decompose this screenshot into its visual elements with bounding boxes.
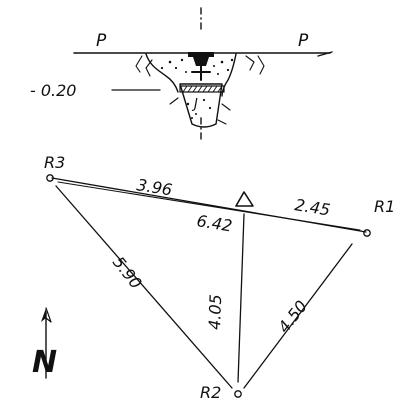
- distance-r3-station: 3.96: [135, 175, 173, 199]
- crack-right: [245, 55, 265, 75]
- point-r2-label: R2: [200, 383, 221, 402]
- distance-r1-r2: 4.50: [274, 297, 311, 337]
- station-triangle: [235, 191, 254, 207]
- north-arrow-head-outline: [45, 307, 52, 323]
- north-arrow-head-icon: [41, 308, 46, 322]
- aggregate-dots: [160, 58, 234, 119]
- point-r2-marker: [234, 390, 242, 398]
- point-r3-marker: [46, 174, 54, 182]
- point-r3-label: R3: [44, 153, 65, 172]
- cross-section: P P - 0.20 J: [30, 7, 333, 141]
- marker-head: [188, 52, 214, 57]
- crack-bottom: [169, 97, 231, 125]
- core-letter: J: [191, 97, 198, 112]
- north-label: N: [32, 345, 57, 380]
- hatch-lines: [182, 85, 223, 93]
- distance-r3-r1: 6.42: [195, 211, 233, 235]
- distance-r3-r2: 5.90: [109, 253, 146, 293]
- line-r3-r1-second: [57, 181, 361, 231]
- line-r3-r2: [55, 185, 233, 389]
- distance-station-r1: 2.45: [293, 195, 331, 219]
- crack-left: [135, 55, 153, 77]
- point-r1-label: R1: [374, 197, 395, 216]
- section-label-right: P: [298, 31, 309, 51]
- distance-station-r2: 4.05: [205, 294, 225, 330]
- line-r1-r2: [243, 243, 353, 389]
- section-label-left: P: [96, 31, 107, 51]
- north-arrow: N: [32, 307, 57, 380]
- core-body: [179, 83, 223, 128]
- line-station-r2: [237, 213, 245, 383]
- surface-end-tick: [317, 51, 333, 57]
- triangulation-plan: R3 R1 R2 3.96 2.45 6.42 5.90 4.05 4.50: [44, 153, 395, 402]
- marker-stem: [193, 57, 209, 66]
- depth-label: - 0.20: [30, 81, 76, 100]
- point-r1-marker: [363, 229, 371, 237]
